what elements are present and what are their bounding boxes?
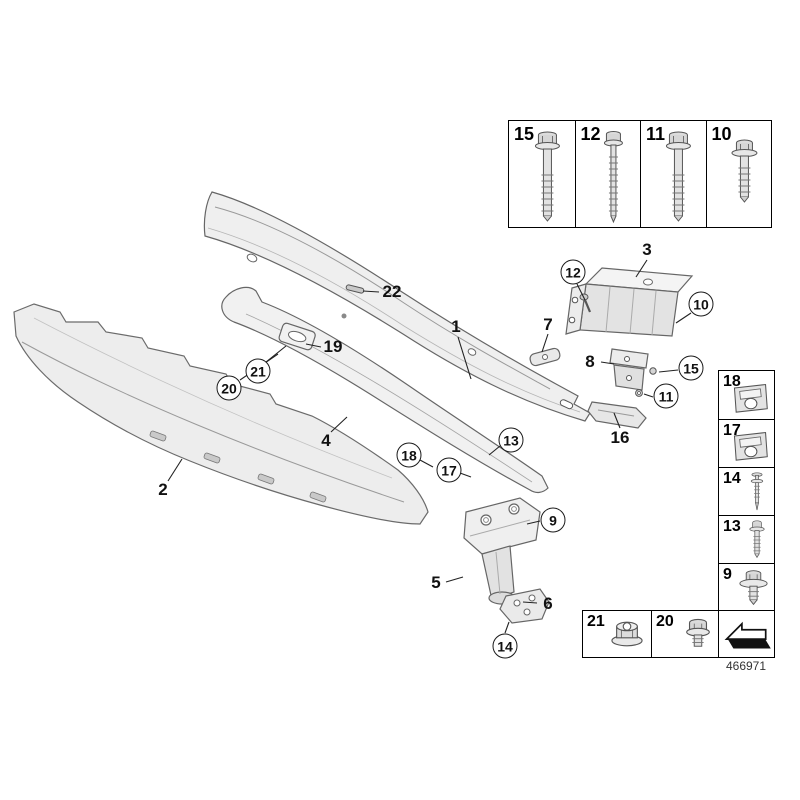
part-8-mounting-bracket [609, 348, 649, 391]
direction-arrow-icon [725, 622, 771, 650]
fastener-legend-top: 15 12 11 10 [508, 120, 772, 228]
fastener-number: 20 [656, 613, 674, 630]
fastener-number: 18 [723, 373, 741, 390]
fastener-cell-20: 20 [651, 611, 719, 657]
fastener-number: 14 [723, 470, 741, 487]
part-7-spacer-plate [529, 347, 561, 367]
part-19-cover-grommet [278, 322, 316, 351]
fastener-cell-9: 9 [719, 563, 774, 611]
fastener-cell-13: 13 [719, 515, 774, 563]
flange-nut-icon [611, 621, 643, 647]
fastener-number: 12 [580, 124, 601, 144]
flange-bolt-medium-icon [731, 139, 758, 203]
fastener-number: 13 [723, 518, 741, 535]
fastener-number: 10 [711, 124, 732, 144]
fastener-cell-18: 18 [719, 371, 774, 419]
fastener-legend-right: 18 17 14 13 9 [718, 370, 775, 612]
fastener-cell-12: 12 [574, 121, 641, 227]
fastener-cell-15: 15 [509, 121, 575, 227]
screw-large-washer-icon [739, 570, 768, 605]
part-1-bumper-carrier [203, 191, 591, 422]
screw-washer-icon [749, 520, 765, 558]
fastener-number: 15 [514, 124, 535, 144]
part-2-energy-absorber [13, 303, 429, 525]
part-6-bracket-wedge [499, 588, 550, 624]
part-5-support-bracket [463, 497, 541, 605]
diagram-number: 466971 [725, 659, 767, 673]
part-16-bracket-arm [587, 401, 647, 429]
inline-fastener-glyphs [579, 293, 657, 397]
hex-bolt-long-icon [666, 131, 692, 222]
fastener-cell-21: 21 [583, 611, 651, 657]
fastener-legend-bottom: 21 20 [582, 610, 720, 658]
fastener-cell-14: 14 [719, 467, 774, 515]
flange-hex-bolt-icon [686, 618, 710, 647]
fastener-number: 21 [587, 613, 605, 630]
fastener-cell-17: 17 [719, 419, 774, 467]
fastener-cell-10: 10 [705, 121, 772, 227]
hex-bolt-thin-icon [603, 131, 623, 223]
fastener-cell-11: 11 [640, 121, 706, 227]
expansion-rivet-icon [750, 472, 764, 511]
hex-bolt-long-icon [534, 131, 560, 222]
fastener-number: 11 [646, 124, 666, 144]
direction-arrow-box [718, 610, 775, 658]
fastener-number: 9 [723, 566, 732, 583]
fastener-number: 17 [723, 422, 741, 439]
